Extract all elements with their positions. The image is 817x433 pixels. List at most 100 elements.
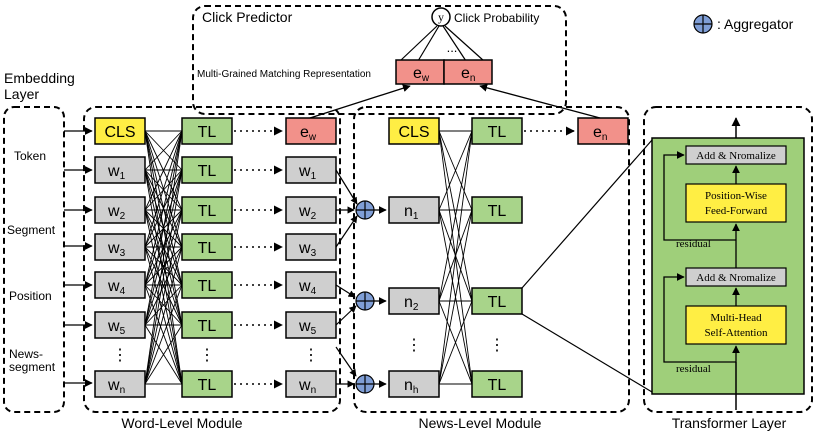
svg-text:TL: TL — [198, 240, 217, 257]
word-output-w2: w2 — [285, 196, 337, 224]
word-edge-5-4 — [144, 284, 183, 326]
svg-text:TL: TL — [198, 163, 217, 180]
svg-text:TL: TL — [198, 377, 217, 394]
word-level-module-label: Word-Level Module — [121, 415, 242, 431]
aggregator-1 — [355, 200, 375, 220]
svg-text:w4: w4 — [107, 278, 126, 297]
word-tl-5: TL — [181, 311, 233, 339]
word-edge-6-5 — [144, 324, 183, 385]
self-attention-label-1: Multi-Head — [710, 312, 762, 324]
news-level-module-frame — [353, 106, 630, 413]
word-edge-6-4 — [144, 284, 183, 385]
input-news-label: News- — [9, 347, 43, 361]
news-edge-3-0 — [438, 130, 473, 385]
input-segment-type-label: segment — [9, 360, 56, 374]
svg-text:TL: TL — [488, 377, 507, 394]
svg-text:w2: w2 — [298, 203, 317, 222]
word-mid-vdots: ⋮ — [160, 259, 174, 275]
add-norm-bottom-label: Add & Nromalize — [696, 272, 776, 284]
output-symbol: y — [438, 10, 444, 24]
word-edge-6-2 — [144, 209, 183, 385]
word-edge-6-3 — [144, 246, 183, 385]
news-tl-2: TL — [471, 287, 523, 315]
news-edge-2-0 — [438, 130, 473, 302]
add-norm-top-box — [685, 145, 787, 165]
svg-text:TL: TL — [198, 318, 217, 335]
input-segment-label: Segment — [7, 223, 56, 237]
feed-forward-box — [685, 183, 787, 223]
transformer-layer-frame — [643, 106, 813, 413]
svg-text:TL: TL — [198, 203, 217, 220]
word-edge-6-1 — [144, 169, 183, 385]
word-token-w2: w2 — [94, 196, 146, 224]
news-tl-3: TL — [471, 370, 523, 398]
matching-en-box — [443, 59, 493, 85]
transformer-panel — [651, 137, 805, 395]
word-tl-0: TL — [181, 117, 233, 145]
svg-text:n1: n1 — [404, 203, 419, 222]
word-tl-vdots: ⋮ — [199, 347, 215, 364]
news-output-en: en — [577, 117, 629, 145]
word-edge-1-0 — [144, 130, 183, 171]
word-level-connections — [144, 130, 183, 385]
feed-forward-label-1: Position-Wise — [705, 190, 767, 202]
word-output-w5: w5 — [285, 311, 337, 339]
transformer-layer-label: Transformer Layer — [672, 415, 787, 431]
svg-text:TL: TL — [198, 278, 217, 295]
word-edge-5-2 — [144, 209, 183, 326]
embedding-layer-title-1: Embedding — [4, 70, 75, 86]
word-output-vdots: ⋮ — [303, 347, 319, 364]
word-tl-4: TL — [181, 271, 233, 299]
word-edge-5-0 — [144, 130, 183, 326]
svg-text:w5: w5 — [298, 318, 317, 337]
news-edge-1-0 — [438, 130, 473, 211]
svg-text:TL: TL — [488, 203, 507, 220]
feed-forward-label-2: Feed-Forward — [705, 205, 768, 217]
aggregator-3 — [355, 374, 375, 394]
add-norm-top-label: Add & Nromalize — [696, 150, 776, 162]
word-tl-1: TL — [181, 156, 233, 184]
self-attention-label-2: Self-Attention — [705, 327, 768, 339]
aggregator-legend-label: : Aggregator — [717, 16, 794, 32]
news-cls-label: CLS — [398, 124, 429, 141]
svg-text:TL: TL — [488, 124, 507, 141]
news-input-vdots: ⋮ — [406, 337, 422, 354]
input-token-label: Token — [14, 149, 46, 163]
predictor-dots: ... — [447, 40, 458, 55]
news-item-n1: n1 — [388, 196, 440, 224]
svg-text:n2: n2 — [404, 294, 419, 313]
news-tl-vdots: ⋮ — [489, 337, 505, 354]
news-tl-1: TL — [471, 196, 523, 224]
svg-text:ew: ew — [300, 124, 317, 143]
input-position-label: Position — [9, 289, 52, 303]
news-edge-3-1 — [438, 209, 473, 385]
svg-text:w5: w5 — [107, 318, 126, 337]
click-predictor-frame — [192, 5, 567, 115]
word-level-module-frame — [83, 106, 341, 413]
word-token-w1: w1 — [94, 156, 146, 184]
word-token-w5: w5 — [94, 311, 146, 339]
word-cls-label: CLS — [104, 124, 135, 141]
svg-text:TL: TL — [488, 294, 507, 311]
self-attention-box — [685, 305, 787, 345]
embedding-layer-frame — [3, 106, 65, 413]
matching-en-label: en — [461, 65, 475, 84]
svg-text:w4: w4 — [298, 278, 317, 297]
word-edge-4-0 — [144, 130, 183, 286]
news-tl-0: TL — [471, 117, 523, 145]
svg-text:TL: TL — [198, 124, 217, 141]
aggregator-legend-icon — [693, 14, 713, 34]
svg-text:en: en — [593, 124, 607, 143]
news-level-module-label: News-Level Module — [419, 415, 542, 431]
news-item-nh: nh — [388, 370, 440, 398]
click-predictor-title: Click Predictor — [202, 9, 293, 25]
word-input-vdots: ⋮ — [112, 347, 128, 364]
word-output-ew: ew — [285, 117, 337, 145]
word-edge-3-0 — [144, 130, 183, 248]
residual-label-bottom: residual — [676, 363, 711, 375]
matching-representation-label: Multi-Grained Matching Representation — [197, 69, 371, 80]
svg-text:w3: w3 — [298, 240, 317, 259]
word-edge-4-3 — [144, 246, 183, 286]
svg-text:wn: wn — [298, 377, 316, 396]
